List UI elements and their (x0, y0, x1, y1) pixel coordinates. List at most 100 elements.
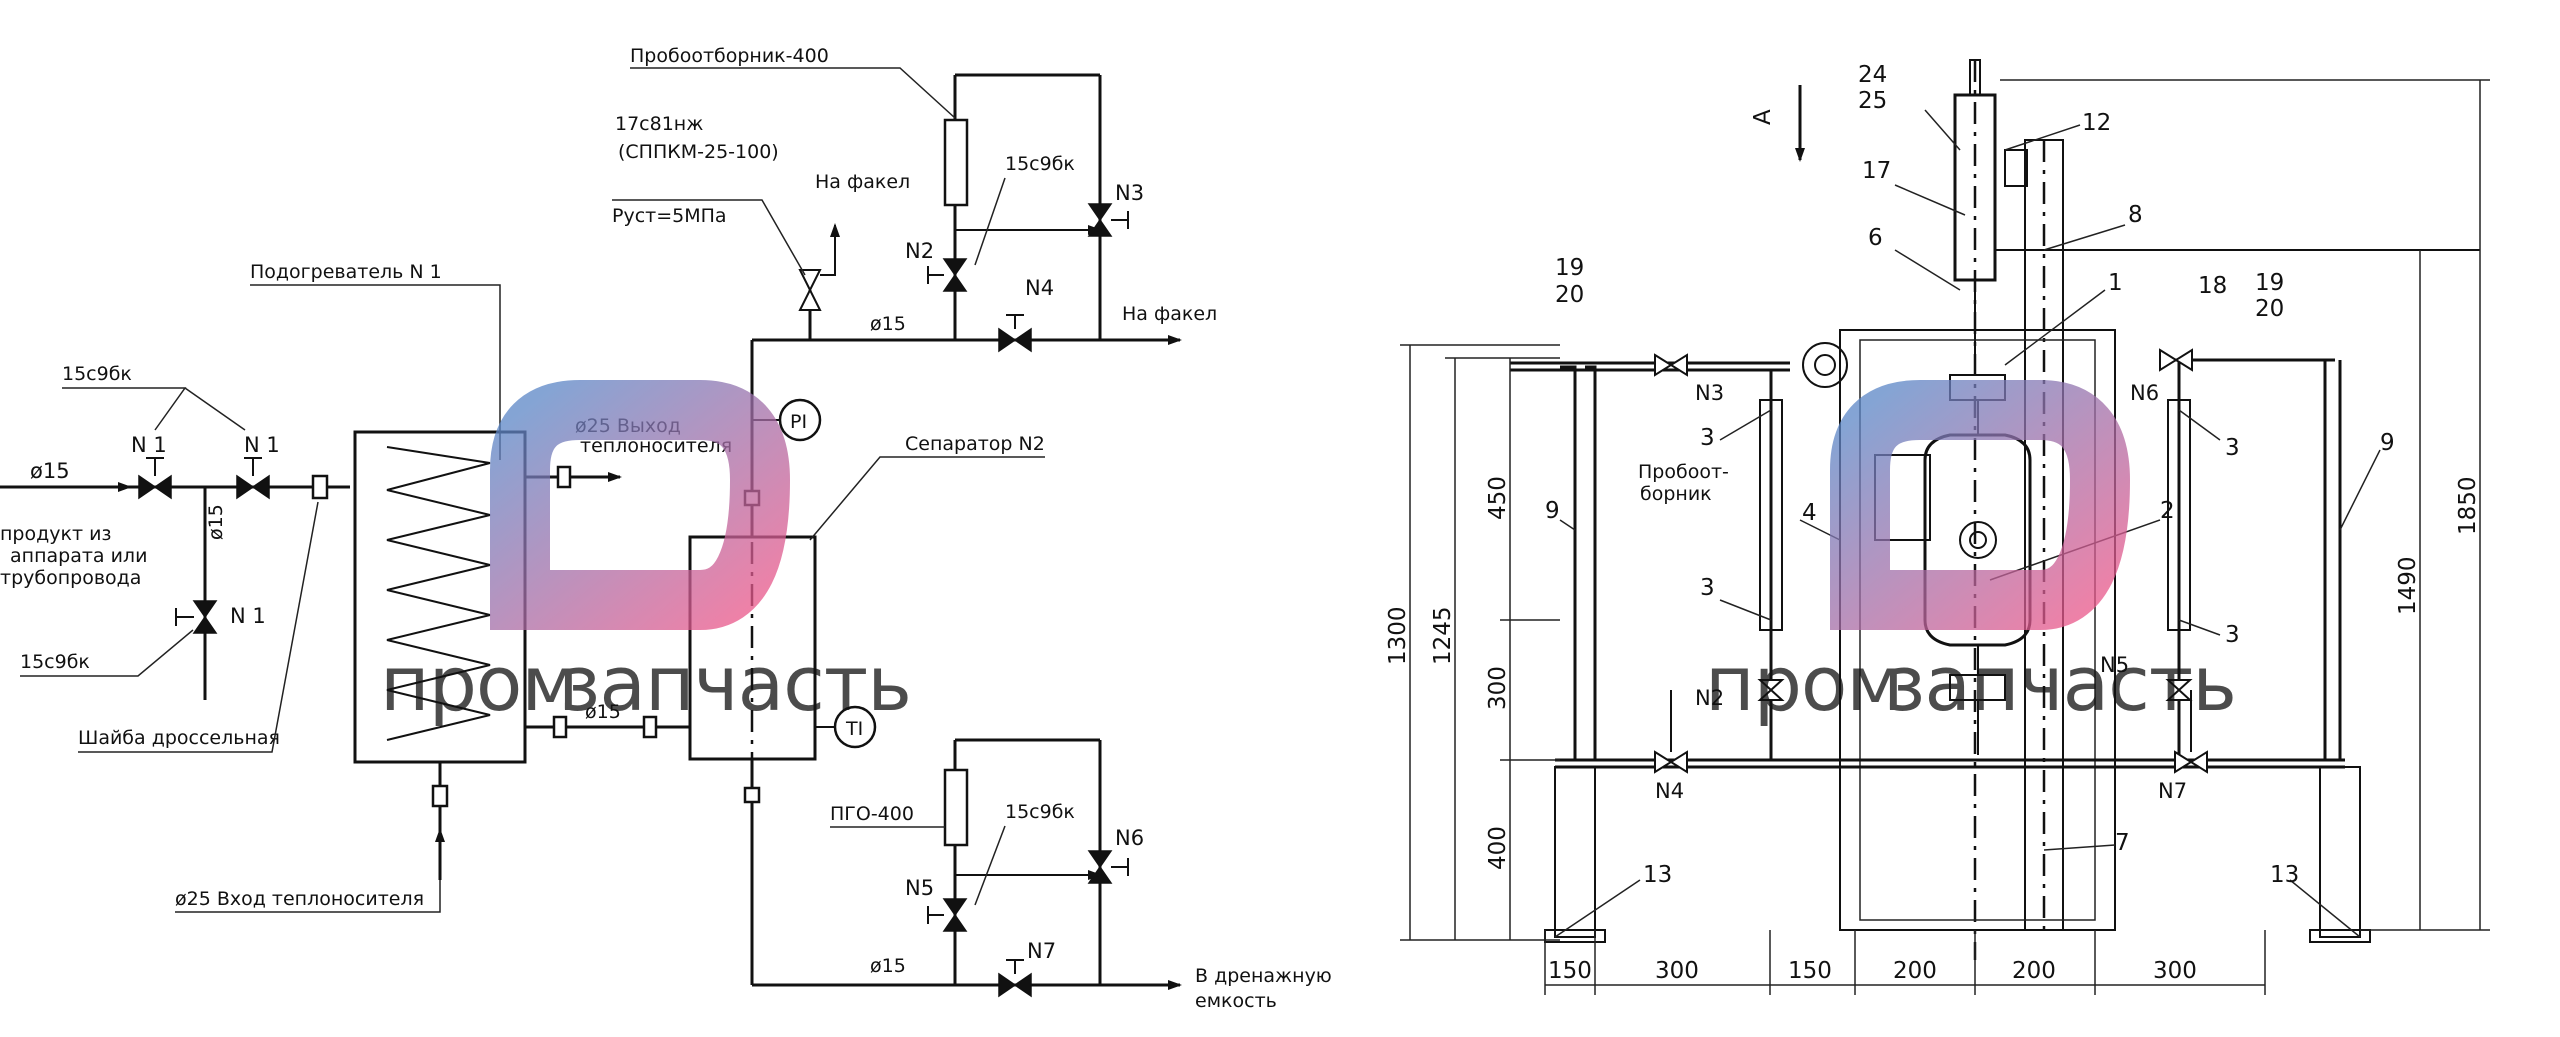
callout-label: 9 (2380, 430, 2395, 456)
valve-label: N 1 (244, 433, 280, 457)
pgo-400 (943, 768, 969, 847)
callout-label: 3 (2225, 622, 2240, 648)
product-label: трубопровода (0, 567, 141, 589)
callout-label: 19 (2255, 270, 2284, 296)
callout-label: 12 (2082, 110, 2111, 136)
valve-n6[interactable] (1088, 850, 1112, 884)
valve-label: N6 (2130, 381, 2159, 405)
watermark-logo-right: пром запчасть (1705, 380, 2237, 728)
callout-label: 7 (2115, 830, 2130, 856)
callout-label: 19 (1555, 255, 1584, 281)
dimension-label: 150 (1788, 958, 1832, 984)
to-flare-label: На факел (815, 171, 910, 193)
dimension-label: 1300 (1385, 606, 1411, 665)
safety-valve-label: Руст=5МПа (612, 205, 727, 227)
valve-label: N4 (1655, 779, 1684, 803)
safety-valve-label: (СППКМ-25-100) (618, 141, 779, 163)
valve-n2[interactable] (943, 258, 967, 292)
product-label: аппарата или (10, 545, 147, 567)
valve-label: N5 (905, 876, 934, 900)
watermark-logo-left: пром запчасть (380, 380, 912, 728)
callout-label: 24 (1858, 62, 1887, 88)
pipe-diameter-label: ø15 (870, 955, 906, 977)
assembly-drawing: A (1385, 59, 2490, 995)
valve-type-label: 15с9бк (20, 651, 90, 673)
dimension-label: 300 (1485, 666, 1511, 710)
svg-text:TI: TI (845, 718, 863, 740)
inlet-diameter-label: ø15 (30, 459, 70, 483)
dimension-label: 1490 (2395, 556, 2421, 615)
valve-n3[interactable] (1088, 203, 1112, 237)
callout-label: 3 (1700, 425, 1715, 451)
callout-label: 2 (2160, 498, 2175, 524)
process-scheme: N 1 N 1 N 1 15с9бк ø15 продукт из аппара… (0, 45, 1332, 1012)
valve-label: N3 (1695, 381, 1724, 405)
callout-label: 3 (1700, 575, 1715, 601)
svg-text:запчасть: запчасть (1885, 639, 2236, 728)
callout-label: 13 (1643, 862, 1672, 888)
dimension-label: 150 (1548, 958, 1592, 984)
sampler-400 (943, 118, 969, 207)
callout-label: 25 (1858, 88, 1887, 114)
view-label: A (1750, 109, 1776, 125)
valve-label: N3 (1115, 181, 1144, 205)
dimension-label: 200 (1893, 958, 1937, 984)
callout-label: 6 (1868, 225, 1883, 251)
valve-label: N2 (905, 239, 934, 263)
valve-n1-c[interactable] (193, 600, 217, 634)
callout-label: 17 (1862, 158, 1891, 184)
valve-type-label: 15с9бк (1005, 153, 1075, 175)
dimension-label: 400 (1485, 826, 1511, 870)
valve-n4[interactable] (998, 328, 1032, 352)
drain-label: емкость (1195, 990, 1277, 1012)
callout-label: 20 (1555, 282, 1584, 308)
callout-label: 1 (2108, 270, 2123, 296)
valve-label: N6 (1115, 826, 1144, 850)
svg-text:пром: пром (380, 639, 578, 728)
svg-text:PI: PI (790, 411, 807, 433)
separator-label: Сепаратор N2 (905, 433, 1045, 455)
svg-text:запчасть: запчасть (560, 639, 911, 728)
pipe-diameter-label: ø15 (870, 313, 906, 335)
dimension-label: 200 (2012, 958, 2056, 984)
drain-label: В дренажную (1195, 965, 1332, 987)
right-leg (2319, 766, 2361, 938)
dimension-label: 450 (1485, 476, 1511, 520)
sampler-label: борник (1640, 483, 1712, 505)
valve-label: N 1 (230, 604, 266, 628)
svg-text:пром: пром (1705, 639, 1903, 728)
valve-n5[interactable] (943, 898, 967, 932)
heat-in-label: ø25 Вход теплоносителя (175, 888, 424, 910)
valve-n1-a[interactable] (138, 475, 172, 499)
orifice-plate (311, 474, 329, 500)
valve-label: N 1 (131, 433, 167, 457)
safety-valve-label: 17с81нж (615, 113, 703, 135)
callout-label: 20 (2255, 296, 2284, 322)
left-leg (1554, 766, 1596, 938)
valve-label: N4 (1025, 276, 1054, 300)
heater-coil (386, 446, 491, 741)
callout-label: 18 (2198, 273, 2227, 299)
dimension-label: 300 (1655, 958, 1699, 984)
pipe-diameter-label: ø15 (205, 504, 227, 540)
pgo-label: ПГО-400 (830, 803, 914, 825)
valve-label: N2 (1695, 686, 1724, 710)
callout-label: 9 (1545, 498, 1560, 524)
valve-n1-b[interactable] (236, 475, 270, 499)
valve-n7[interactable] (998, 973, 1032, 997)
valve-label: N7 (2158, 779, 2187, 803)
flare-label: На факел (1122, 303, 1217, 325)
dimension-label: 1850 (2455, 476, 2481, 535)
dimension-label: 300 (2153, 958, 2197, 984)
callout-label: 4 (1802, 500, 1817, 526)
valve-label: N7 (1027, 939, 1056, 963)
callout-label: 8 (2128, 202, 2143, 228)
heater-label: Подогреватель N 1 (250, 261, 442, 283)
valve-label: N5 (2100, 653, 2129, 677)
valve-type-label: 15с9бк (62, 363, 132, 385)
callout-label: 3 (2225, 435, 2240, 461)
callout-label: 13 (2270, 862, 2299, 888)
valve-type-label: 15с9бк (1005, 801, 1075, 823)
orifice-label: Шайба дроссельная (78, 727, 280, 749)
